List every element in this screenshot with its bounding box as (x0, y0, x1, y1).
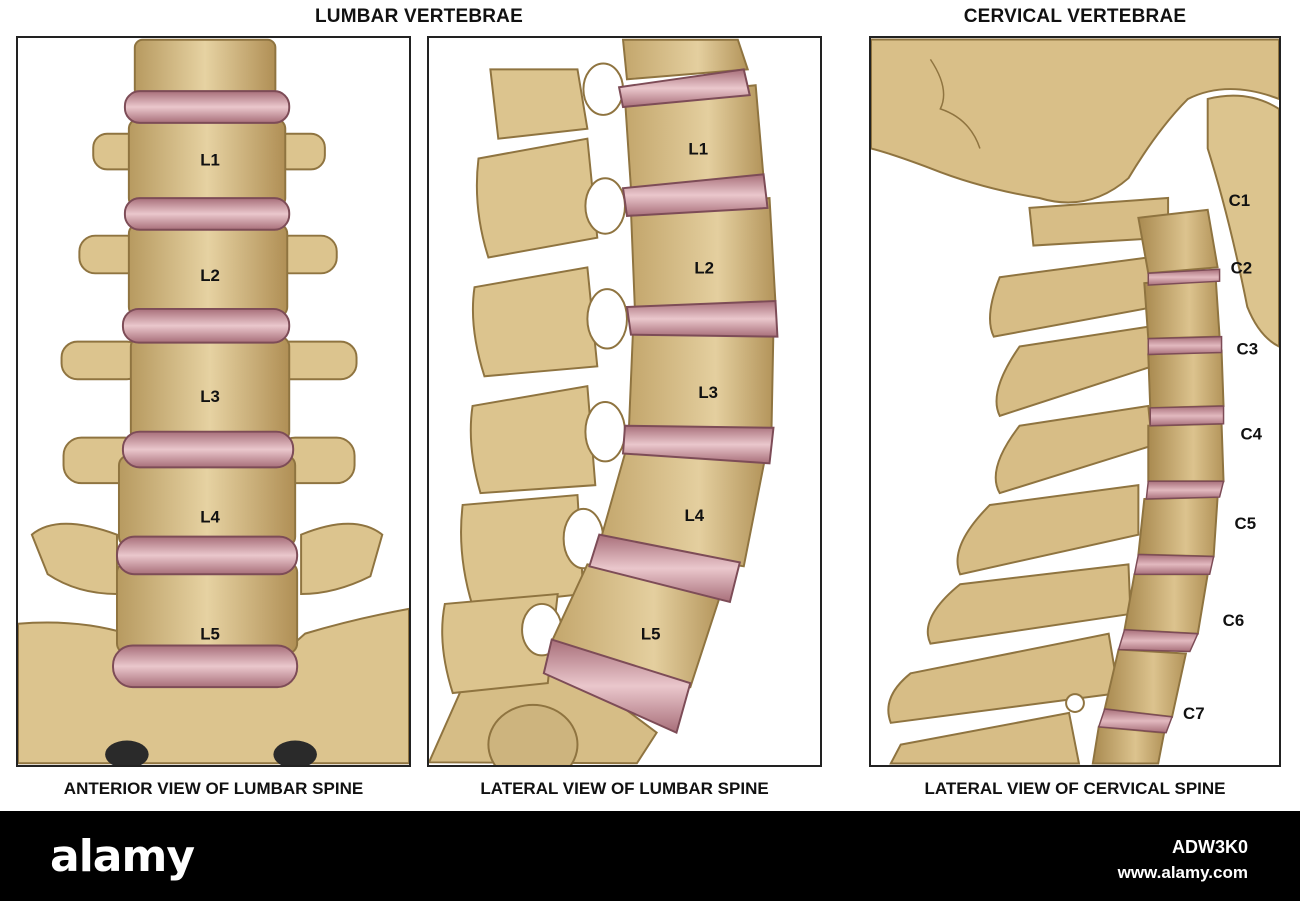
lateral-cervical-illustration: C1 C2 C3 C4 C5 C6 C7 (871, 38, 1279, 765)
panel-lateral-lumbar: L1 L2 L3 L4 L5 (427, 36, 822, 767)
caption-lateral-cervical: LATERAL VIEW OF CERVICAL SPINE (924, 779, 1226, 798)
lateral-label-l4: L4 (684, 506, 704, 525)
cervical-label-c6: C6 (1223, 611, 1245, 630)
heading-cervical-vertebrae: CERVICAL VERTEBRAE (963, 6, 1187, 27)
panel-anterior-lumbar: L1 L2 L3 L4 L5 (16, 36, 411, 767)
anterior-label-l5: L5 (200, 625, 220, 644)
cervical-label-c3: C3 (1237, 339, 1259, 358)
cervical-label-c4: C4 (1241, 425, 1263, 444)
panel-lateral-cervical: C1 C2 C3 C4 C5 C6 C7 (869, 36, 1281, 767)
caption-anterior-lumbar: ANTERIOR VIEW OF LUMBAR SPINE (63, 779, 364, 798)
lateral-label-l3: L3 (698, 383, 718, 402)
footer-bar: alamy ADW3K0 www.alamy.com (0, 811, 1300, 901)
caption-lateral-lumbar: LATERAL VIEW OF LUMBAR SPINE (480, 779, 769, 798)
brand-logo: alamy (50, 831, 195, 882)
cervical-label-c5: C5 (1235, 514, 1257, 533)
heading-lumbar-vertebrae: LUMBAR VERTEBRAE (315, 6, 523, 27)
anterior-label-l4: L4 (200, 508, 220, 527)
anterior-label-l1: L1 (200, 150, 220, 169)
lateral-label-l1: L1 (688, 140, 708, 159)
lateral-label-l5: L5 (641, 625, 661, 644)
lateral-lumbar-illustration: L1 L2 L3 L4 L5 (429, 38, 779, 765)
lateral-label-l2: L2 (694, 258, 714, 277)
site-url: www.alamy.com (1117, 863, 1248, 882)
anterior-label-l2: L2 (200, 266, 220, 285)
anterior-lumbar-illustration: L1 L2 L3 L4 L5 (18, 38, 409, 765)
anterior-label-l3: L3 (200, 387, 220, 406)
cervical-label-c1: C1 (1229, 191, 1251, 210)
image-id: ADW3K0 (1171, 837, 1248, 857)
cervical-label-c2: C2 (1231, 258, 1253, 277)
cervical-label-c7: C7 (1183, 704, 1205, 723)
